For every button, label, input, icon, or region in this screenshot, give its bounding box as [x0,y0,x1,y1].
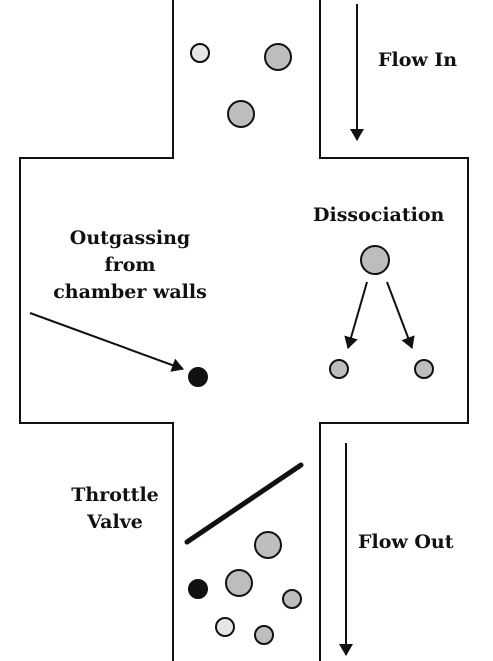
throttle-line-2: Valve [87,511,143,533]
flow-in-label: Flow In [378,49,458,71]
light-particle [190,43,210,63]
outgassing-line-3: chamber walls [53,281,207,303]
medium-particle [254,625,274,645]
medium-particle [225,569,253,597]
medium-particle [264,43,292,71]
dark-particle [188,579,208,599]
flow-out-label: Flow Out [358,531,454,553]
dissociation-arrow-right [386,281,415,349]
chamber-outline [19,0,469,661]
medium-particle [414,359,434,379]
dark-particle [188,367,208,387]
outgassing-line-1: Outgassing [69,227,191,249]
throttle-valve-plate [184,462,304,545]
medium-particle [360,245,390,275]
chamber-right-wall [319,0,469,661]
throttle-line-1: Throttle [71,484,159,506]
dissociation-label: Dissociation [313,204,445,226]
medium-particle [282,589,302,609]
chamber-left-wall [19,0,174,661]
medium-particle [227,100,255,128]
throttle-valve-label: Throttle Valve [60,482,170,536]
outgassing-arrow [29,312,184,372]
light-particle [215,617,235,637]
medium-particle [329,359,349,379]
outgassing-label: Outgassing from chamber walls [40,225,220,306]
particles [188,43,434,645]
dissociation-arrow-left [344,281,368,349]
medium-particle [254,531,282,559]
outgassing-line-2: from [104,254,156,276]
